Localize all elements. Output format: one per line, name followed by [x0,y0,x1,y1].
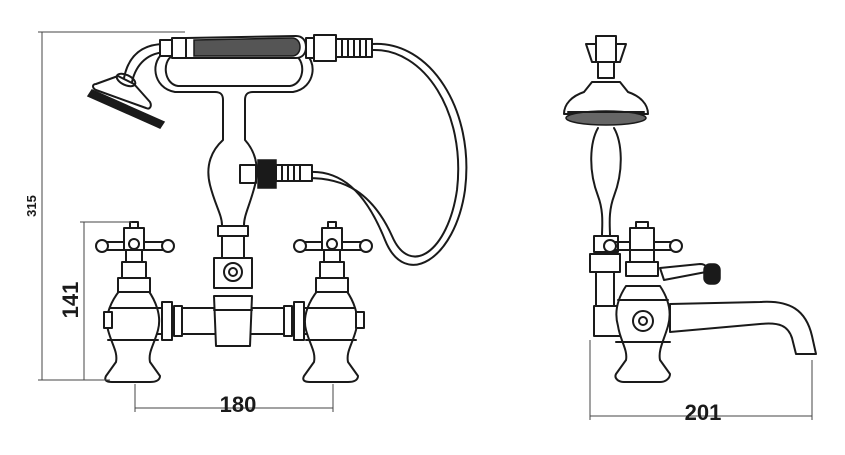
side-tap-handle [603,221,683,277]
dimension-lines-side [589,340,813,420]
dimension-body-height: 141 [58,282,83,319]
riser-stem [207,99,258,289]
hose-connector [239,159,313,189]
tap-body-bar [154,295,311,347]
side-view: 201 [563,35,817,425]
handset-cradle [154,51,314,101]
right-tap-pillar [293,221,373,383]
side-diverter-lever [659,263,721,285]
dimension-lines-front [38,31,334,412]
left-tap-pillar [95,221,175,383]
side-cradle [585,35,627,79]
side-shower-rose [563,81,649,126]
side-body-spout [614,285,817,383]
shower-handset [86,34,373,129]
dimension-centres-width: 180 [220,392,257,417]
front-view: 315 141 180 [24,31,468,417]
shower-hose [307,42,468,266]
dimension-projection: 201 [685,400,722,425]
dimension-overall-height: 315 [24,195,39,217]
